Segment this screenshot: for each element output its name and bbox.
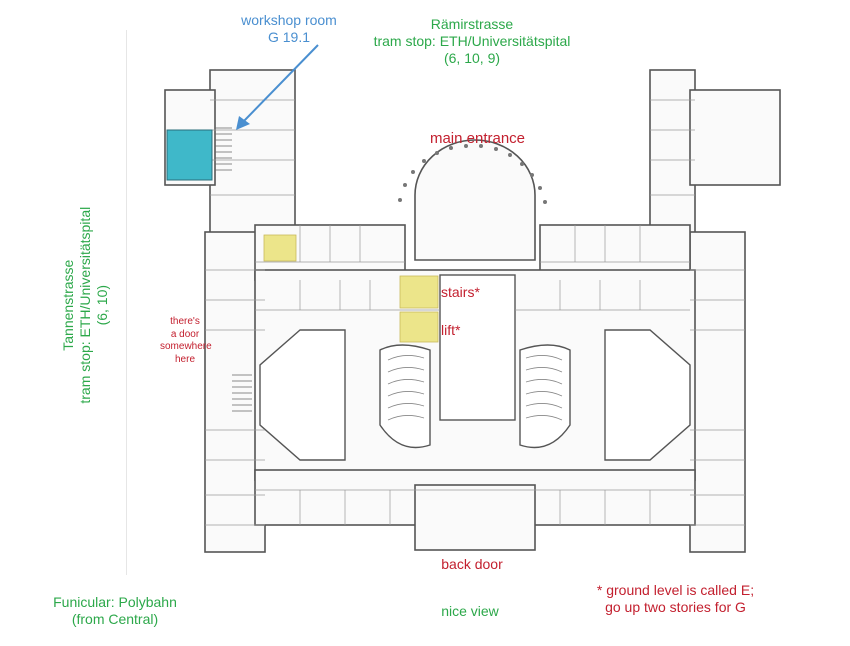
left-tram-stop: tram stop: ETH/Universitätspital (76, 206, 93, 404)
workshop-room-highlight (166, 129, 213, 181)
left-street-name: Tannenstrasse (59, 259, 76, 351)
seating-rows (387, 355, 563, 421)
door-note-line: somewhere (160, 341, 212, 352)
funicular-label: Funicular: Polybahn (from Central) (30, 594, 200, 628)
lift-label: lift* (441, 322, 461, 338)
workshop-arrowhead (236, 116, 250, 130)
door-note: there's a door somewhere here (160, 316, 212, 366)
south-projection (414, 484, 536, 551)
workshop-room-label: workshop room G 19.1 (229, 12, 349, 46)
floor-note: * ground level is called E; go up two st… (568, 582, 783, 616)
east-wing (689, 231, 746, 553)
west-stairwell (232, 374, 252, 412)
northeast-tower (649, 69, 696, 236)
top-tram-stop: tram stop: ETH/Universitätspital (373, 32, 571, 49)
dome-entrance-hall (414, 139, 536, 261)
funicular-origin: (from Central) (71, 610, 159, 627)
northwest-tower (209, 69, 296, 236)
top-street-name: Rämirstrasse (430, 16, 514, 32)
workshop-arrow (241, 44, 319, 124)
door-note-line: here (174, 353, 195, 365)
lift-highlight (399, 311, 439, 343)
door-note-line: a door (170, 328, 200, 340)
nice-view-label: nice view (441, 603, 499, 619)
room-partitions (205, 99, 745, 526)
auditorium-left (379, 344, 431, 449)
northwest-stairs-highlight (263, 234, 297, 262)
floor-note-line1: * ground level is called E; (596, 582, 755, 598)
east-courtyard (604, 329, 691, 461)
top-street-label: Rämirstrasse tram stop: ETH/Universitäts… (352, 16, 592, 66)
door-note-line: there's (170, 316, 200, 327)
main-entrance-label: main entrance (429, 130, 526, 147)
funicular-name: Funicular: Polybahn (53, 594, 177, 610)
margin-line (126, 30, 127, 575)
northwest-stairwell (215, 127, 232, 171)
workshop-room-name: workshop room (241, 12, 337, 28)
left-tram-lines: (6, 10) (93, 284, 110, 326)
east-annex (689, 89, 781, 186)
west-courtyard (259, 329, 346, 461)
auditorium-right (519, 344, 571, 449)
back-door-label: back door (441, 556, 503, 572)
workshop-room-code: G 19.1 (267, 28, 311, 45)
left-street-label: Tannenstrasse tram stop: ETH/Universität… (60, 180, 110, 430)
central-atrium (439, 274, 516, 421)
floor-note-line2: go up two stories for G (605, 598, 746, 615)
stairs-label: stairs* (441, 284, 480, 300)
stairs-highlight (399, 275, 439, 309)
top-tram-lines: (6, 10, 9) (443, 49, 501, 66)
